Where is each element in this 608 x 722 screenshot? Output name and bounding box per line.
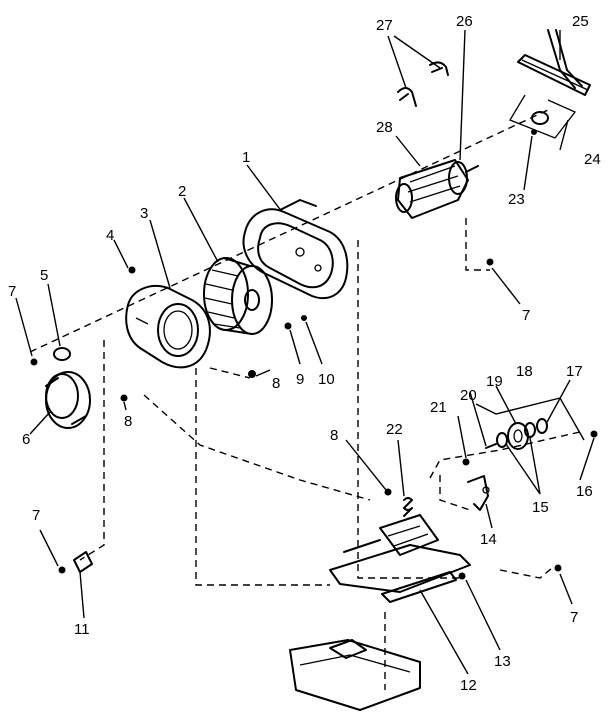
callout-24: 24: [584, 151, 601, 168]
callout-27: 27: [376, 17, 393, 34]
callout-7-left: 7: [8, 283, 16, 300]
idler-spring: [403, 497, 413, 517]
callout-8-left: 8: [124, 413, 132, 430]
callout-6: 6: [22, 431, 30, 448]
idler-arm: [467, 475, 490, 511]
callout-21: 21: [430, 399, 447, 416]
callout-9: 9: [296, 371, 304, 388]
idler-pulley-assembly: [462, 418, 548, 466]
drive-belt: [517, 29, 591, 96]
pulley-bracket: [509, 94, 577, 139]
callout-4: 4: [106, 227, 114, 244]
drive-motor: [395, 159, 479, 219]
callout-14: 14: [480, 531, 497, 548]
callout-18: 18: [516, 363, 533, 380]
callout-7-right: 7: [522, 307, 530, 324]
callout-7-lower-left: 7: [32, 507, 40, 524]
callout-23: 23: [508, 191, 525, 208]
callout-8-lower: 8: [330, 427, 338, 444]
callout-26: 26: [456, 13, 473, 30]
cover-bracket: [73, 551, 93, 573]
callout-15: 15: [532, 499, 549, 516]
callout-17: 17: [566, 363, 583, 380]
callout-7-lower-right: 7: [570, 609, 578, 626]
blower-seal: [45, 371, 91, 429]
blower-cover: [125, 285, 211, 369]
callout-19: 19: [486, 373, 503, 390]
callout-28: 28: [376, 119, 393, 136]
blower-wheel: [203, 257, 273, 335]
callout-25: 25: [572, 13, 589, 30]
callout-10: 10: [318, 371, 335, 388]
callout-3: 3: [140, 205, 148, 222]
callout-20: 20: [460, 387, 477, 404]
mounting-clips: [397, 61, 449, 107]
assembly-lines: [29, 109, 581, 690]
seal-clamp: [53, 347, 71, 361]
leader-lines: [15, 29, 595, 675]
screws: [30, 258, 598, 580]
callout-8-center: 8: [272, 375, 280, 392]
base-pan: [289, 639, 421, 711]
blower-housing: [242, 199, 349, 300]
callout-12: 12: [460, 677, 477, 694]
callout-labels: 1 2 3 4 5 6 7 7 7 7 8 8 8 9 10 11 12 13 …: [8, 13, 601, 694]
motor-mount: [329, 514, 471, 603]
callout-2: 2: [178, 183, 186, 200]
callout-13: 13: [494, 653, 511, 670]
callout-22: 22: [386, 421, 403, 438]
callout-1: 1: [242, 149, 250, 166]
callout-16: 16: [576, 483, 593, 500]
callout-11: 11: [74, 621, 90, 638]
callout-5: 5: [40, 267, 48, 284]
